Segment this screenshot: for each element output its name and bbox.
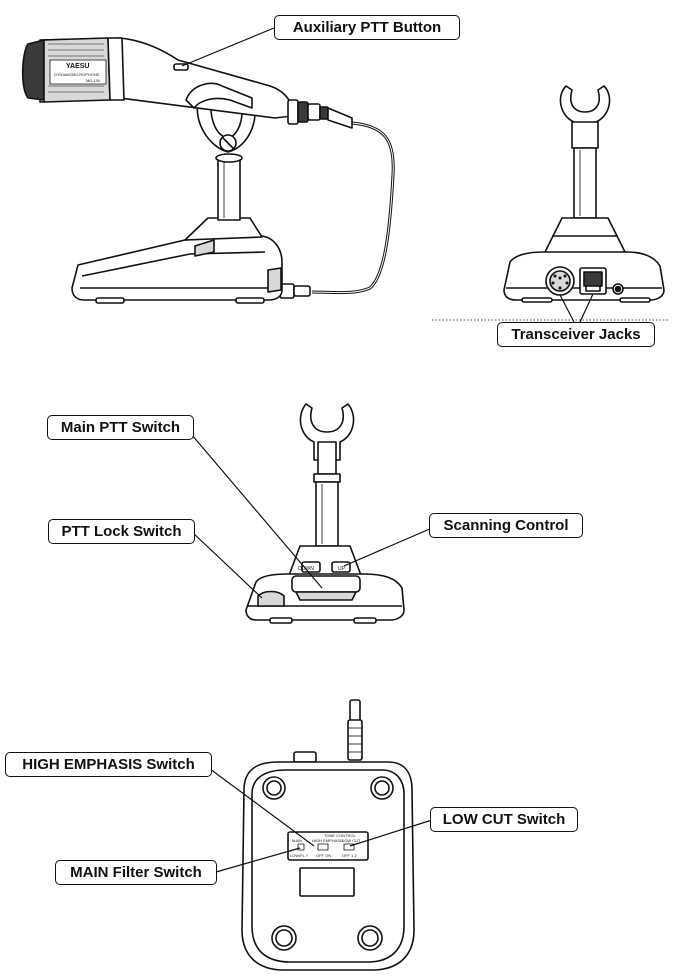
scanning-control-callout: Scanning Control <box>429 513 583 538</box>
high-emphasis-switch-callout: HIGH EMPHASIS Switch <box>5 752 212 777</box>
front-view-stand <box>245 403 405 624</box>
mic-model: MD-100 <box>86 78 101 83</box>
mic-line2: MICROPHONE <box>72 72 100 77</box>
low-cut-label: LOW CUT <box>342 838 361 843</box>
front-up-mark: UP <box>338 566 346 572</box>
auxiliary-ptt-button-callout: Auxiliary PTT Button <box>274 15 460 40</box>
main-ptt-switch-callout: Main PTT Switch <box>47 415 194 440</box>
main-options: LOW/FL T <box>290 853 309 858</box>
high-options: OFF ON <box>316 853 331 858</box>
rear-view-stand <box>503 85 665 303</box>
high-emphasis-label: HIGH EMPHASIS <box>312 838 344 843</box>
leader-lines <box>181 27 594 873</box>
transceiver-jacks-callout: Transceiver Jacks <box>497 322 655 347</box>
low-cut-switch-callout: LOW CUT Switch <box>430 807 578 832</box>
main-filter-switch-callout: MAIN Filter Switch <box>55 860 217 885</box>
mic-line1: DYNAMIC <box>54 72 73 77</box>
side-base <box>71 235 283 301</box>
tone-control-label: TONE CONTROL <box>324 833 356 838</box>
low-options: OFF 1 2 <box>342 853 357 858</box>
bottom-view-base <box>241 699 415 971</box>
main-ptt-bar <box>291 575 361 593</box>
main-label: MAIN <box>292 838 302 843</box>
side-view-microphone <box>21 37 395 304</box>
ptt-lock-switch-callout: PTT Lock Switch <box>48 519 195 544</box>
mic-brand: YAESU <box>66 63 89 70</box>
